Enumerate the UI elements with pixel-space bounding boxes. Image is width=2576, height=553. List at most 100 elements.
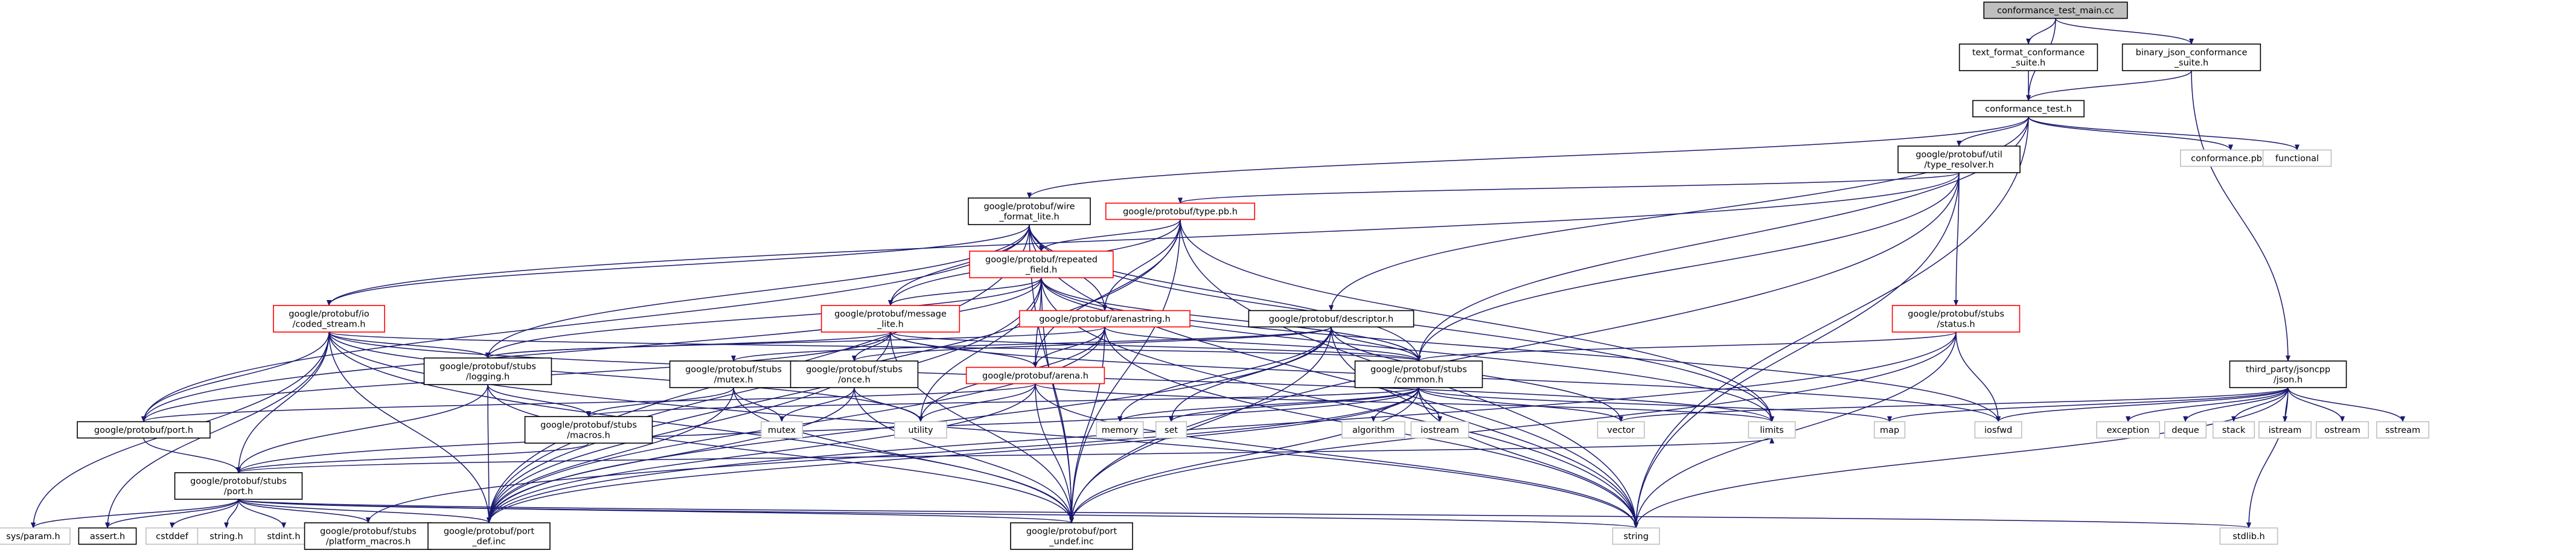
node-box[interactable] [2219, 527, 2278, 545]
node-box[interactable] [2121, 43, 2261, 71]
node-box[interactable] [423, 357, 552, 385]
node-box[interactable] [1597, 421, 1645, 439]
node-box[interactable] [1748, 421, 1796, 439]
node-textfmt[interactable]: text_format_conformance_suite.h [1958, 43, 2098, 71]
node-box[interactable] [894, 421, 947, 439]
node-box[interactable] [1873, 421, 1906, 439]
node-exception[interactable]: exception [2096, 421, 2160, 439]
node-box[interactable] [273, 305, 385, 333]
node-sysparam[interactable]: sys/param.h [0, 527, 71, 545]
node-deque[interactable]: deque [2164, 421, 2207, 439]
node-box[interactable] [1010, 522, 1133, 550]
node-functional[interactable]: functional [2262, 149, 2332, 167]
node-box[interactable] [1958, 43, 2098, 71]
node-box[interactable] [1354, 360, 1483, 388]
node-coded[interactable]: google/protobuf/io/coded_stream.h [273, 305, 385, 333]
node-stack[interactable]: stack [2212, 421, 2255, 439]
node-box[interactable] [2164, 421, 2207, 439]
node-stringh[interactable]: string.h [197, 527, 256, 545]
node-box[interactable] [1897, 145, 2021, 173]
node-jsoncpp[interactable]: third_party/jsoncpp/json.h [2229, 360, 2347, 388]
node-box[interactable] [2262, 149, 2332, 167]
node-macros[interactable]: google/protobuf/stubs/macros.h [524, 416, 653, 444]
node-algorithm[interactable]: algorithm [1341, 421, 1405, 439]
node-box[interactable] [2376, 421, 2429, 439]
node-iostream[interactable]: iostream [1410, 421, 1469, 439]
node-box[interactable] [0, 527, 71, 545]
node-ostream[interactable]: ostream [2316, 421, 2369, 439]
node-string[interactable]: string [1612, 527, 1660, 545]
node-box[interactable] [1972, 100, 2085, 118]
node-box[interactable] [1983, 1, 2128, 19]
node-arenah[interactable]: google/protobuf/arena.h [965, 366, 1105, 385]
node-stubsport[interactable]: google/protobuf/stubs/port.h [174, 472, 303, 500]
node-box[interactable] [2212, 421, 2255, 439]
node-portpb[interactable]: google/protobuf/port.h [77, 421, 211, 439]
node-box[interactable] [2316, 421, 2369, 439]
node-box[interactable] [2258, 421, 2312, 439]
node-vector[interactable]: vector [1597, 421, 1645, 439]
node-box[interactable] [820, 305, 960, 333]
node-box[interactable] [1612, 527, 1660, 545]
node-box[interactable] [1410, 421, 1469, 439]
node-box[interactable] [174, 472, 303, 500]
node-msglite[interactable]: google/protobuf/message_lite.h [820, 305, 960, 333]
node-mutex[interactable]: mutex [760, 421, 804, 439]
node-box[interactable] [760, 421, 804, 439]
node-typeres[interactable]: google/protobuf/util/type_resolver.h [1897, 145, 2021, 173]
node-onceh[interactable]: google/protobuf/stubs/once.h [790, 360, 919, 388]
node-cstddef[interactable]: cstddef [145, 527, 199, 545]
node-box[interactable] [2229, 360, 2347, 388]
node-platform[interactable]: google/protobuf/stubs/platform_macros.h [304, 522, 433, 550]
node-box[interactable] [78, 527, 137, 545]
edge-jsoncpp-to-exception [2126, 387, 2289, 423]
node-repeated[interactable]: google/protobuf/repeated_field.h [969, 251, 1114, 278]
node-stdinth[interactable]: stdint.h [254, 527, 313, 545]
node-arenastr[interactable]: google/protobuf/arenastring.h [1019, 310, 1191, 328]
node-portdef[interactable]: google/protobuf/port_def.inc [427, 522, 551, 550]
node-istream[interactable]: istream [2258, 421, 2312, 439]
node-binjson[interactable]: binary_json_conformance_suite.h [2121, 43, 2261, 71]
node-box[interactable] [1891, 305, 2021, 333]
node-common[interactable]: google/protobuf/stubs/common.h [1354, 360, 1483, 388]
node-conftest[interactable]: conformance_test.h [1972, 100, 2085, 118]
node-box[interactable] [790, 360, 919, 388]
node-box[interactable] [1341, 421, 1405, 439]
node-box[interactable] [145, 527, 199, 545]
node-limits[interactable]: limits [1748, 421, 1796, 439]
node-map[interactable]: map [1873, 421, 1906, 439]
node-box[interactable] [1019, 310, 1191, 328]
node-box[interactable] [427, 522, 551, 550]
node-asserth[interactable]: assert.h [78, 527, 137, 545]
node-box[interactable] [965, 366, 1105, 385]
node-label: google/protobuf/port.h [94, 426, 193, 435]
node-root[interactable]: conformance_test_main.cc [1983, 1, 2128, 19]
node-box[interactable] [197, 527, 256, 545]
edge-status-to-common [1416, 331, 1957, 362]
node-sstream[interactable]: sstream [2376, 421, 2429, 439]
node-box[interactable] [2096, 421, 2160, 439]
node-typepb[interactable]: google/protobuf/type.pb.h [1105, 202, 1256, 220]
node-wire[interactable]: google/protobuf/wire_format_lite.h [968, 197, 1091, 225]
node-mutexh[interactable]: google/protobuf/stubs/mutex.h [669, 360, 798, 388]
node-box[interactable] [1096, 421, 1144, 439]
node-box[interactable] [969, 251, 1114, 278]
node-box[interactable] [77, 421, 211, 439]
node-box[interactable] [968, 197, 1091, 225]
node-iosfwd[interactable]: iosfwd [1974, 421, 2022, 439]
edge-arenastr-to-portundef [1069, 327, 1105, 523]
node-box[interactable] [1155, 421, 1187, 439]
node-box[interactable] [1248, 310, 1414, 328]
node-memory[interactable]: memory [1096, 421, 1144, 439]
node-box[interactable] [1105, 202, 1256, 220]
node-status[interactable]: google/protobuf/stubs/status.h [1891, 305, 2021, 333]
node-box[interactable] [524, 416, 653, 444]
node-logging[interactable]: google/protobuf/stubs/logging.h [423, 357, 552, 385]
node-portundef[interactable]: google/protobuf/port_undef.inc [1010, 522, 1133, 550]
node-label: istream [2269, 426, 2302, 435]
node-descriptor[interactable]: google/protobuf/descriptor.h [1248, 310, 1414, 328]
node-set[interactable]: set [1155, 421, 1187, 439]
node-utility[interactable]: utility [894, 421, 947, 439]
node-box[interactable] [1974, 421, 2022, 439]
node-stdlibh[interactable]: stdlib.h [2219, 527, 2278, 545]
